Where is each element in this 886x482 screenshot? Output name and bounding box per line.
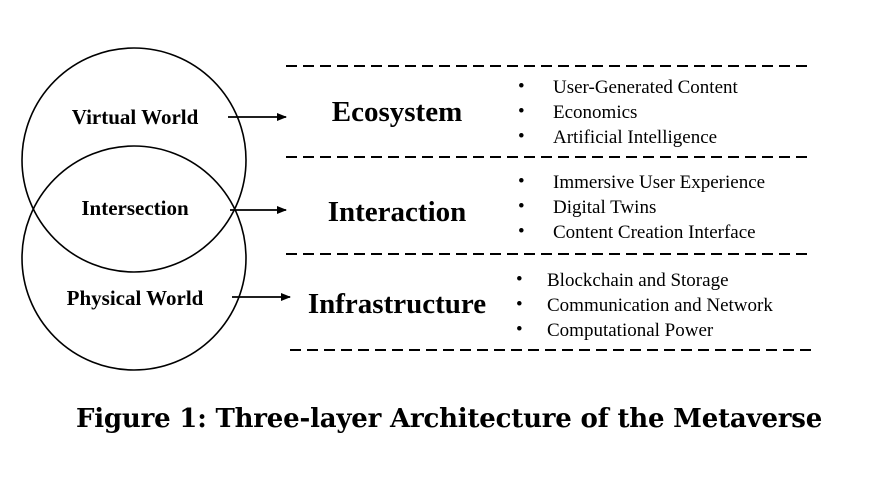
bullet-marker: •: [518, 171, 525, 192]
virtual-world-circle: [21, 47, 247, 273]
ecosystem-bullet-1: User-Generated Content: [553, 77, 739, 98]
infrastructure-title: Infrastructure: [308, 288, 486, 320]
bullet-marker: •: [518, 101, 525, 122]
physical-world-label: Physical World: [67, 286, 204, 310]
bullet-marker: •: [516, 269, 523, 290]
bullet-marker: •: [518, 196, 525, 217]
intersection-label: Intersection: [81, 196, 189, 220]
bullet-marker: •: [516, 319, 523, 340]
bullet-marker: •: [518, 221, 525, 242]
bullet-marker: •: [518, 76, 525, 97]
figure-caption: Figure 1: Three-layer Architecture of th…: [76, 404, 823, 434]
bullet-marker: •: [516, 294, 523, 315]
architecture-diagram: Virtual World Intersection Physical Worl…: [21, 47, 812, 371]
interaction-bullet-2: Digital Twins: [553, 197, 656, 218]
virtual-world-label: Virtual World: [72, 105, 199, 129]
bullet-marker: •: [518, 126, 525, 147]
ecosystem-bullet-2: Economics: [553, 102, 637, 123]
interaction-bullet-3: Content Creation Interface: [553, 222, 756, 243]
infrastructure-bullet-2: Communication and Network: [547, 295, 773, 316]
infrastructure-bullet-1: Blockchain and Storage: [547, 270, 729, 291]
physical-world-circle: [21, 145, 247, 371]
ecosystem-title: Ecosystem: [332, 96, 462, 128]
infrastructure-bullet-3: Computational Power: [547, 320, 714, 341]
ecosystem-bullet-3: Artificial Intelligence: [553, 127, 717, 148]
interaction-title: Interaction: [328, 196, 467, 228]
interaction-bullet-1: Immersive User Experience: [553, 172, 765, 193]
